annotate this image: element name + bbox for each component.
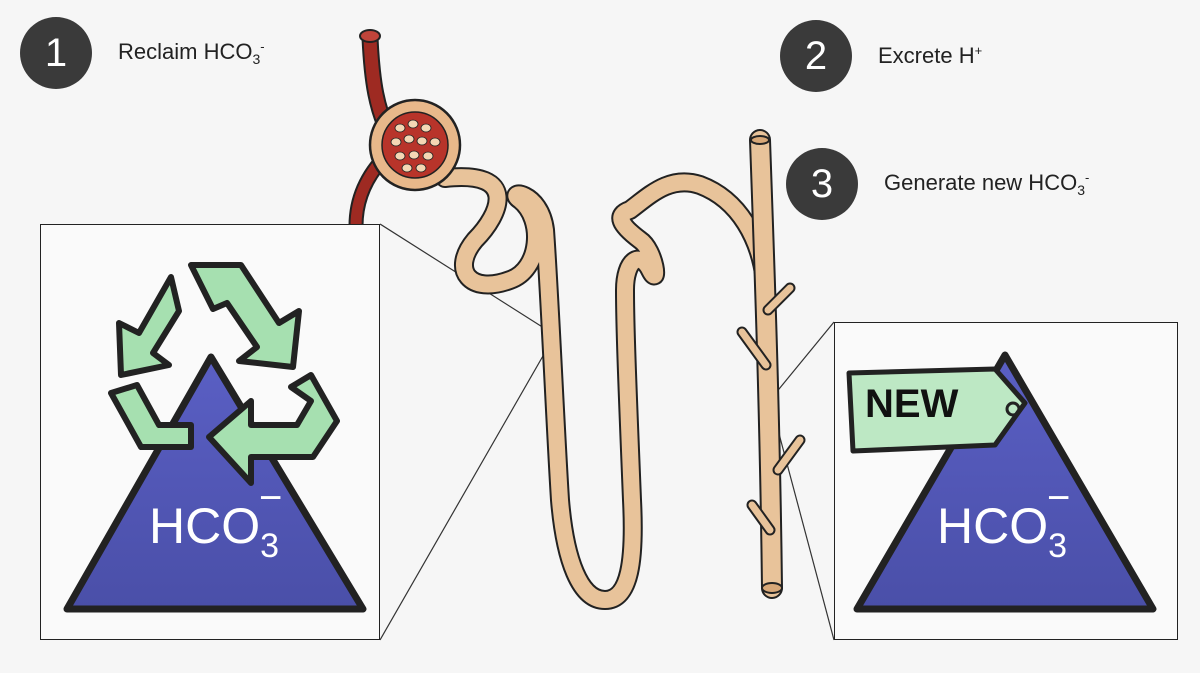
molecule-label: HCO3− bbox=[937, 476, 1070, 565]
step-label: Reclaim HCO3- bbox=[118, 39, 265, 67]
generate-panel: HCO3− NEW bbox=[834, 322, 1178, 640]
nephron-tubule bbox=[435, 167, 775, 610]
step-number-badge: 1 bbox=[20, 17, 92, 89]
glomerulus bbox=[368, 98, 462, 192]
molecule-label: HCO3− bbox=[149, 476, 282, 565]
reclaim-panel: HCO3− bbox=[40, 224, 380, 640]
step-number-badge: 2 bbox=[780, 20, 852, 92]
step-1: 1 Reclaim HCO3- bbox=[20, 17, 265, 89]
collecting-duct bbox=[736, 129, 806, 599]
step-label: Generate new HCO3- bbox=[884, 170, 1090, 198]
step-label: Excrete H+ bbox=[878, 43, 983, 68]
zoom-line-right-bottom bbox=[769, 399, 835, 641]
new-tag-label: NEW bbox=[865, 382, 959, 426]
new-tag-icon: NEW bbox=[846, 366, 1028, 454]
step-2: 2 Excrete H+ bbox=[780, 20, 982, 92]
step-number-badge: 3 bbox=[786, 148, 858, 220]
bicarbonate-triangle bbox=[853, 351, 1157, 613]
zoom-line-right-top bbox=[769, 321, 835, 401]
zoom-line-left-bottom bbox=[379, 334, 556, 641]
bicarbonate-triangle bbox=[63, 353, 367, 613]
step-3: 3 Generate new HCO3- bbox=[786, 148, 1089, 220]
recycle-icon bbox=[108, 262, 340, 486]
